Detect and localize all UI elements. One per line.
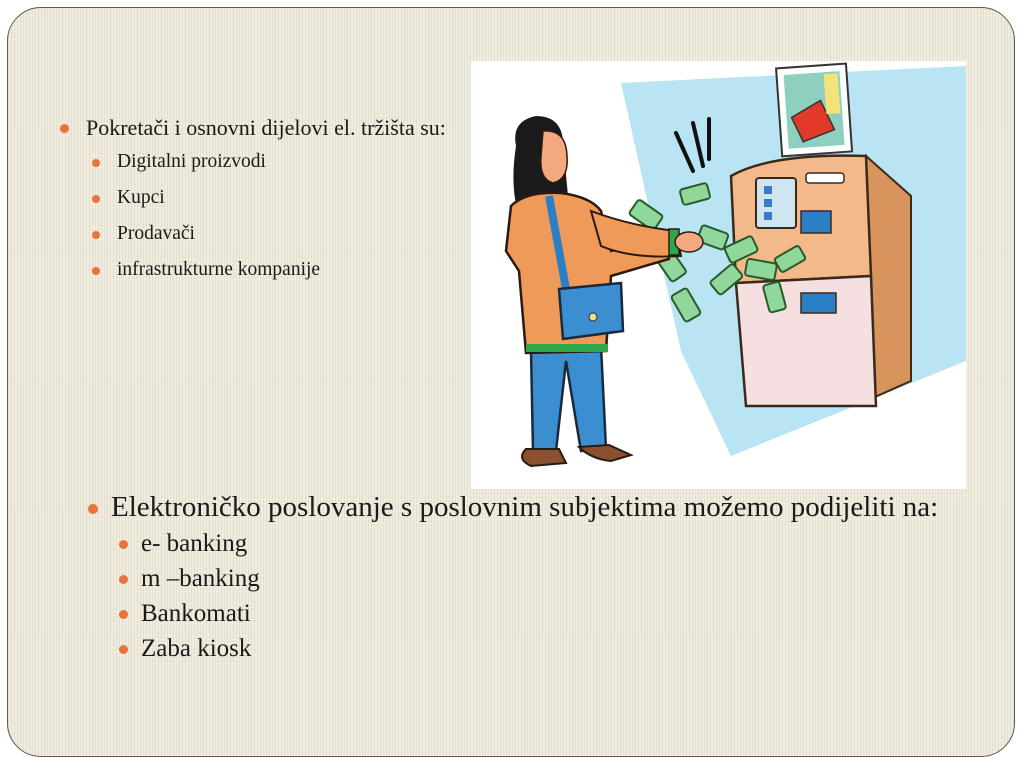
bullet-icon xyxy=(92,195,100,203)
bullet-icon xyxy=(92,159,100,167)
bullet-icon xyxy=(119,610,128,619)
bullet-icon xyxy=(88,504,98,514)
bullet-icon xyxy=(92,231,100,239)
list-item-text: infrastrukturne kompanije xyxy=(117,259,321,280)
list-item-text: Prodavači xyxy=(117,223,195,244)
list-item-text: m –banking xyxy=(141,565,260,592)
bottom-heading-item: Elektroničko poslovanje s poslovnim subj… xyxy=(84,490,944,524)
list-item: infrastrukturne kompanije xyxy=(56,257,456,283)
list-item-text: Bankomati xyxy=(141,600,251,627)
list-item: Zaba kiosk xyxy=(84,633,944,665)
bullet-icon xyxy=(92,267,100,275)
list-item: m –banking xyxy=(84,563,944,595)
top-heading-text: Pokretači i osnovni dijelovi el. tržišta… xyxy=(86,115,446,140)
bottom-bullet-list: Elektroničko poslovanje s poslovnim subj… xyxy=(84,490,944,668)
list-item: e- banking xyxy=(84,528,944,560)
bullet-icon xyxy=(119,645,128,654)
list-item: Digitalni proizvodi xyxy=(56,149,456,175)
list-item: Bankomati xyxy=(84,598,944,630)
person-at-atm-icon xyxy=(504,62,966,468)
slide-frame: Pokretači i osnovni dijelovi el. tržišta… xyxy=(7,7,1015,757)
list-item: Prodavači xyxy=(56,221,456,247)
bullet-icon xyxy=(119,575,128,584)
list-item-text: Zaba kiosk xyxy=(141,635,252,662)
bullet-icon xyxy=(119,540,128,549)
bottom-heading-text: Elektroničko poslovanje s poslovnim subj… xyxy=(111,491,939,523)
atm-illustration xyxy=(471,61,966,489)
top-bullet-list: Pokretači i osnovni dijelovi el. tržišta… xyxy=(56,112,456,293)
list-item-text: Kupci xyxy=(117,187,165,208)
list-item-text: e- banking xyxy=(141,530,248,557)
list-item-text: Digitalni proizvodi xyxy=(117,151,266,172)
bullet-icon xyxy=(60,124,69,133)
top-heading-item: Pokretači i osnovni dijelovi el. tržišta… xyxy=(56,112,456,143)
list-item: Kupci xyxy=(56,185,456,211)
